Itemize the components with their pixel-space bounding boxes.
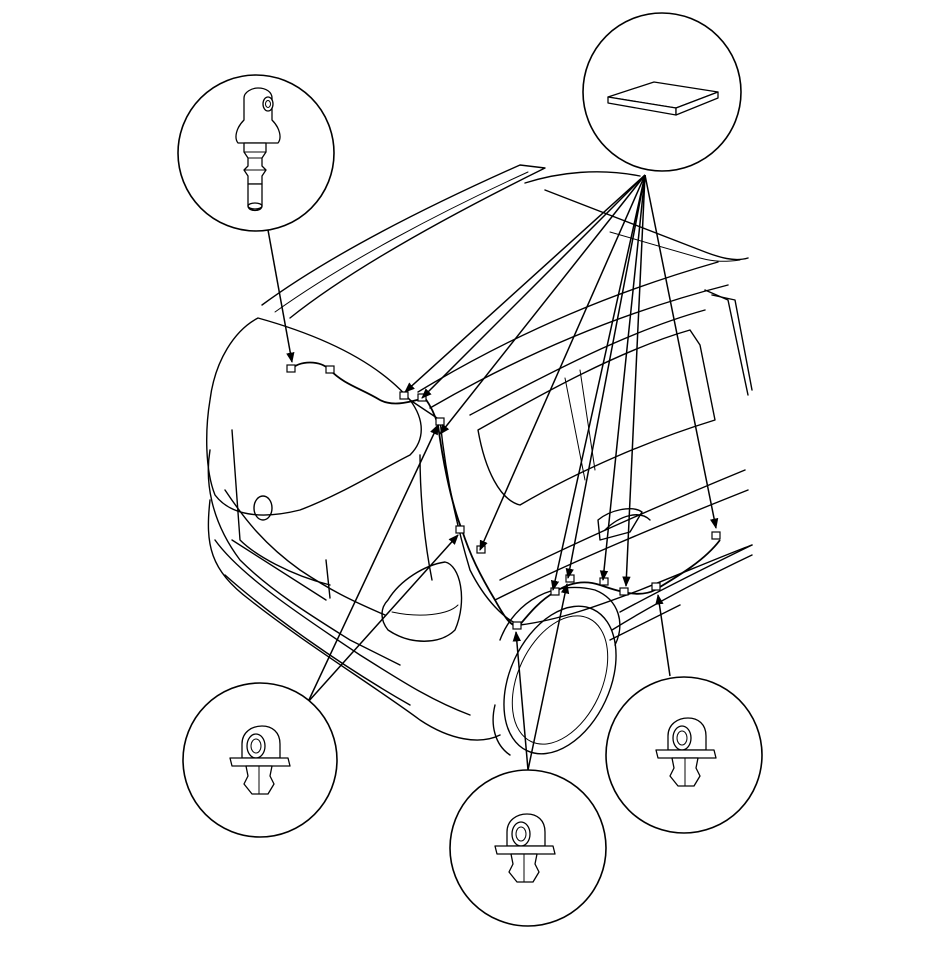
callout-clip-left <box>182 682 338 838</box>
harness-clip-icon <box>655 717 717 787</box>
harness-clip-icon <box>494 813 556 883</box>
wire-harness <box>286 361 721 630</box>
callout-washer-nozzle <box>177 74 335 232</box>
wheel-arch <box>499 586 621 646</box>
callout-foam-pad <box>582 12 742 172</box>
roof-outline <box>261 164 546 319</box>
foam-pad-icon <box>607 81 719 116</box>
washer-nozzle-icon <box>235 87 281 212</box>
rear-bumper <box>207 499 501 741</box>
d-pillar <box>409 399 521 626</box>
tailgate-panel <box>207 449 401 666</box>
leader-lines <box>267 174 719 771</box>
vehicle-body <box>206 164 753 756</box>
tail-light <box>381 561 463 642</box>
rear-window <box>206 317 422 516</box>
side-sill <box>611 554 753 631</box>
callout-clip-center <box>449 769 607 927</box>
harness-clip-icon <box>229 725 291 795</box>
callout-clip-right <box>605 676 763 834</box>
side-rear-window <box>477 329 716 506</box>
